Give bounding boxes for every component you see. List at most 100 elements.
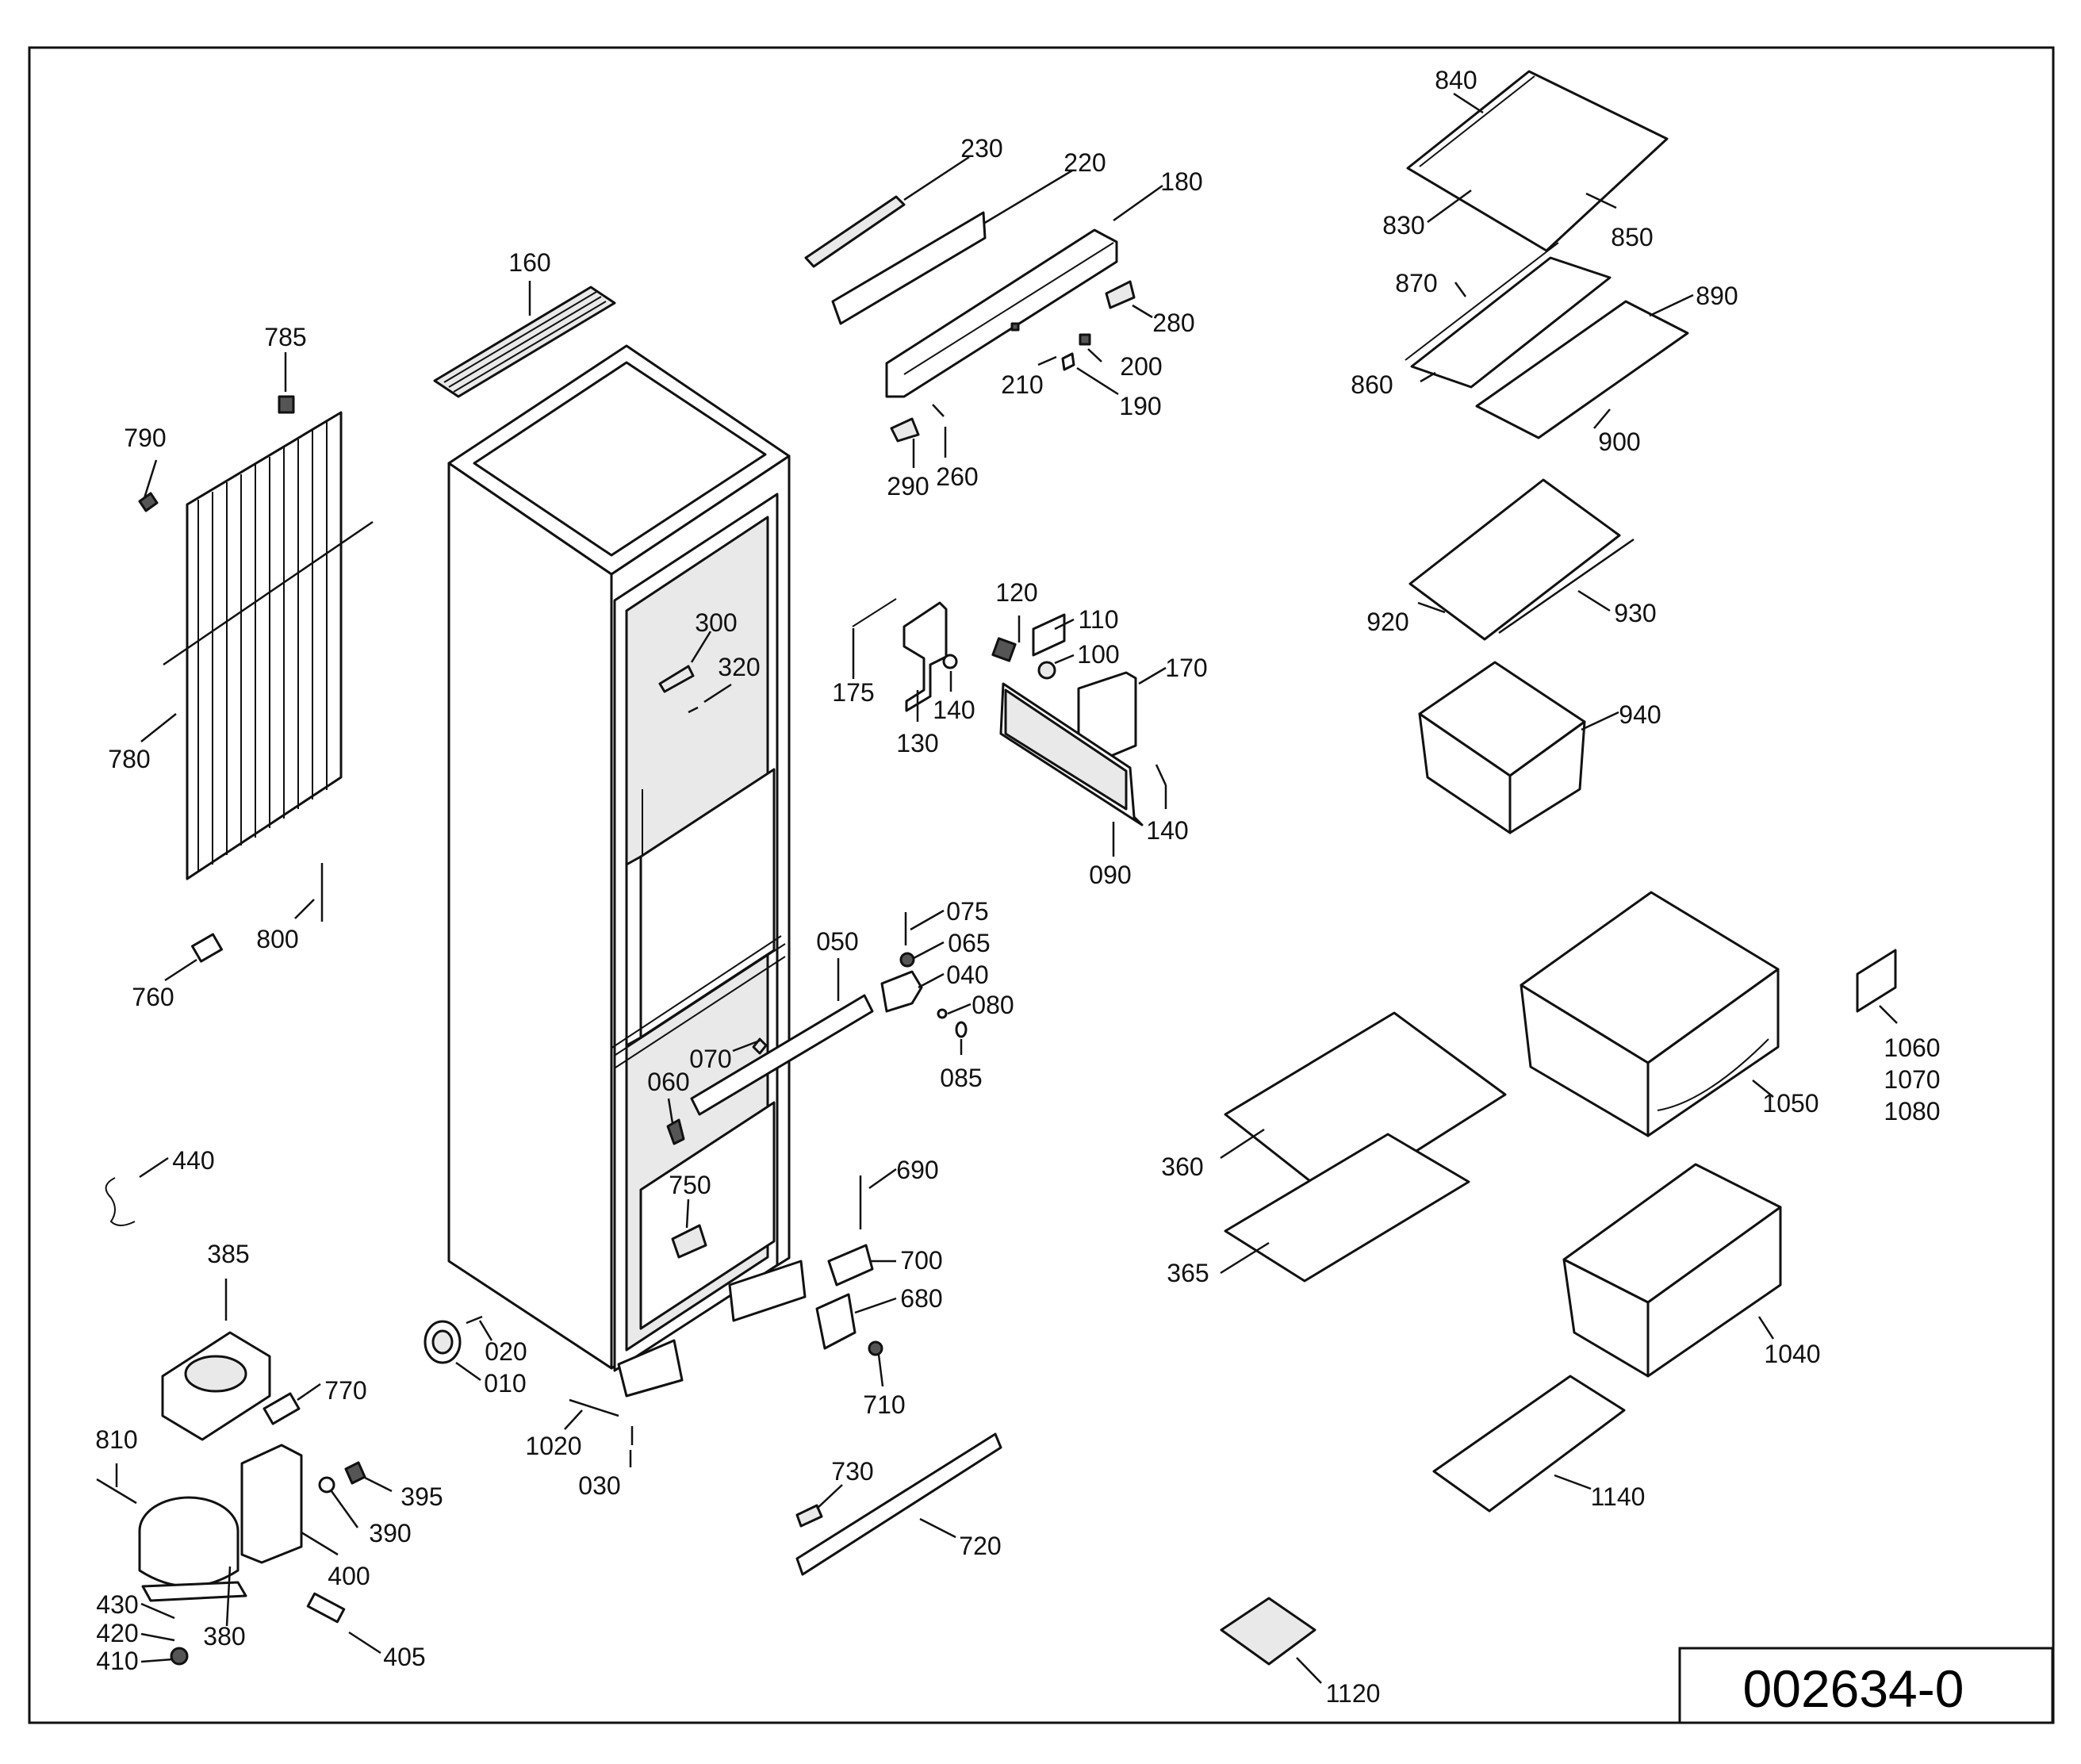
label-110: 110	[1078, 605, 1118, 634]
label-175: 175	[832, 678, 874, 707]
label-850: 850	[1611, 223, 1653, 251]
label-1060: 1060	[1884, 1033, 1940, 1062]
label-870: 870	[1395, 269, 1437, 297]
label-050: 050	[816, 927, 858, 956]
part-400-relay	[240, 1444, 303, 1564]
label-280: 280	[1152, 309, 1194, 337]
label-440: 440	[172, 1146, 214, 1175]
label-1120: 1120	[1326, 1679, 1381, 1708]
control-housing	[804, 195, 1136, 443]
label-380: 380	[203, 1622, 245, 1651]
label-180: 180	[1160, 167, 1202, 196]
label-1040: 1040	[1764, 1340, 1820, 1368]
label-840: 840	[1435, 66, 1477, 94]
label-790: 790	[124, 424, 166, 452]
label-400: 400	[328, 1562, 370, 1590]
label-390: 390	[369, 1519, 411, 1547]
label-160: 160	[508, 248, 550, 277]
drawing-number: 002634-0	[1743, 1659, 1964, 1718]
label-405: 405	[383, 1643, 425, 1671]
label-090: 090	[1089, 861, 1131, 889]
part-labels: 840 830 850 870 860 890 900 920 930 940 …	[95, 66, 1940, 1708]
part-780-condenser	[138, 395, 374, 880]
part-360-glass	[1224, 1011, 1507, 1203]
part-1050-drawer	[1520, 891, 1780, 1137]
leader-lines	[115, 92, 1898, 1684]
upper-hinge-group	[880, 912, 968, 1038]
label-360: 360	[1161, 1152, 1203, 1181]
label-065: 065	[948, 929, 990, 957]
label-1020: 1020	[525, 1432, 581, 1460]
drawing-frame	[28, 46, 2055, 1724]
label-680: 680	[900, 1284, 942, 1313]
part-750	[671, 1224, 707, 1259]
feet-group	[423, 1315, 634, 1445]
label-810: 810	[95, 1425, 137, 1454]
label-010: 010	[484, 1369, 526, 1398]
part-720-730	[795, 1432, 1002, 1576]
label-075: 075	[946, 897, 988, 926]
label-100: 100	[1077, 640, 1119, 669]
part-405	[306, 1592, 346, 1624]
label-070: 070	[689, 1045, 731, 1073]
label-710: 710	[863, 1390, 905, 1419]
label-170: 170	[1165, 654, 1207, 682]
label-140-upper: 140	[933, 696, 975, 724]
label-130: 130	[896, 729, 938, 757]
label-730: 730	[831, 1457, 873, 1486]
label-300: 300	[695, 608, 737, 637]
label-430: 430	[96, 1590, 138, 1619]
label-690: 690	[896, 1156, 938, 1184]
label-800: 800	[256, 925, 298, 953]
part-1140-tray	[1432, 1375, 1626, 1513]
label-200: 200	[1120, 352, 1162, 381]
label-140-lower: 140	[1146, 816, 1188, 845]
part-395	[344, 1461, 366, 1485]
label-080: 080	[972, 991, 1014, 1019]
part-770	[263, 1392, 301, 1425]
label-900: 900	[1598, 428, 1640, 456]
label-020: 020	[485, 1337, 527, 1366]
thermostat-group	[852, 598, 1167, 826]
label-1050: 1050	[1762, 1089, 1818, 1118]
cabinet	[447, 344, 807, 1398]
label-120: 120	[995, 578, 1037, 607]
part-800-760	[191, 863, 324, 963]
label-1070: 1070	[1884, 1065, 1940, 1094]
label-890: 890	[1696, 282, 1738, 310]
part-300-320	[658, 665, 699, 714]
label-760: 760	[132, 983, 174, 1011]
label-750: 750	[669, 1171, 711, 1199]
label-785: 785	[264, 323, 306, 351]
label-395: 395	[400, 1482, 443, 1511]
title-block	[1678, 1647, 2054, 1724]
label-420: 420	[96, 1619, 138, 1647]
label-230: 230	[960, 134, 1002, 163]
label-190: 190	[1119, 392, 1161, 420]
label-060: 060	[647, 1068, 689, 1096]
label-385: 385	[207, 1240, 249, 1268]
label-220: 220	[1063, 148, 1106, 177]
label-930: 930	[1614, 599, 1656, 627]
label-040: 040	[946, 961, 988, 989]
label-260: 260	[936, 462, 978, 491]
label-290: 290	[887, 472, 929, 500]
label-770: 770	[324, 1376, 366, 1405]
label-365: 365	[1167, 1259, 1209, 1287]
label-700: 700	[900, 1246, 942, 1275]
shelves-right	[1405, 70, 1689, 641]
label-085: 085	[940, 1064, 982, 1092]
label-920: 920	[1366, 608, 1408, 636]
part-1040-drawer	[1562, 1163, 1782, 1378]
part-1060	[1856, 949, 1897, 1013]
label-1080: 1080	[1884, 1097, 1940, 1126]
part-390	[318, 1476, 335, 1494]
label-860: 860	[1351, 370, 1393, 399]
label-410: 410	[96, 1647, 138, 1675]
part-1120-ice-tray	[1220, 1597, 1316, 1666]
lower-hinge-group	[815, 1175, 883, 1356]
part-940-bin	[1418, 661, 1586, 834]
part-160-top-grille	[433, 286, 616, 398]
label-210: 210	[1001, 370, 1043, 399]
